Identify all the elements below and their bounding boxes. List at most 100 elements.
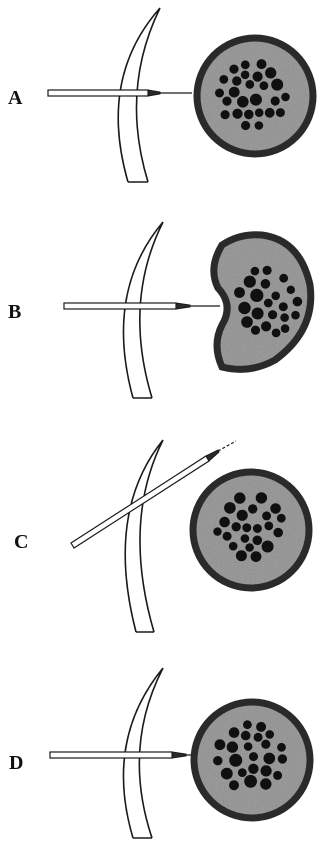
cell-dot: [270, 503, 281, 514]
cell-dot: [263, 266, 272, 275]
cell-dot: [245, 80, 254, 89]
cell-dot: [224, 502, 236, 514]
cell-dot: [251, 551, 262, 562]
cell-dot: [219, 75, 228, 84]
panel-label-d: D: [9, 752, 23, 774]
cell-dot: [260, 778, 271, 789]
cell-dot: [256, 722, 266, 732]
cell-dot: [245, 543, 254, 552]
cell-dot: [261, 765, 272, 776]
cell-dot: [279, 274, 288, 283]
panel-c: C: [14, 440, 316, 632]
cell-dot: [241, 731, 251, 741]
cell-dot: [222, 97, 231, 106]
cell-dot: [255, 121, 264, 130]
cell-dot: [237, 510, 248, 521]
cell-dot: [215, 89, 224, 98]
cell-dot: [213, 756, 222, 765]
cell-dot: [280, 313, 289, 322]
cell-dot: [251, 326, 260, 335]
cell-dot: [243, 720, 252, 729]
cell-dot: [244, 775, 257, 788]
cell-dot: [268, 310, 277, 319]
sphere-a: [190, 30, 320, 160]
cell-dot: [264, 522, 273, 531]
sphere-d: [187, 695, 317, 825]
cell-dot: [260, 81, 269, 90]
cell-dot: [241, 316, 253, 328]
cell-dot: [229, 542, 238, 551]
cell-dot: [253, 72, 263, 82]
crescent-b: [123, 222, 163, 398]
cell-dot: [261, 740, 270, 749]
cell-dot: [249, 752, 258, 761]
cell-dot: [241, 71, 250, 80]
cell-dot: [227, 741, 238, 752]
cell-dot: [257, 59, 267, 69]
cell-dot: [237, 96, 249, 108]
cell-dot: [242, 523, 251, 532]
cell-dot: [250, 289, 263, 302]
needle-b: [64, 303, 220, 309]
cell-dot: [262, 541, 274, 553]
cell-dot: [272, 329, 281, 338]
cell-dot: [241, 534, 250, 543]
cell-dot: [250, 94, 262, 106]
cell-dot: [255, 108, 264, 117]
cell-dot: [221, 768, 233, 780]
panel-a: A: [8, 8, 320, 182]
cell-dot: [287, 286, 295, 294]
cell-dot: [265, 108, 275, 118]
crescent-c: [125, 440, 163, 632]
cell-dot: [244, 742, 253, 751]
panel-b: B: [8, 222, 320, 398]
cell-dot: [264, 299, 273, 308]
cell-dot: [219, 517, 230, 528]
cell-dot: [241, 60, 250, 69]
cell-dot: [256, 492, 267, 503]
needle-a: [48, 90, 192, 96]
cell-dot: [271, 79, 283, 91]
cell-dot: [264, 753, 276, 765]
cell-dot: [277, 743, 286, 752]
cell-dot: [265, 67, 276, 78]
cell-dot: [232, 76, 241, 85]
cell-dot: [251, 267, 260, 276]
cell-dot: [271, 292, 280, 301]
cell-dot: [234, 492, 245, 503]
cell-dot: [261, 279, 271, 289]
cell-dot: [221, 110, 230, 119]
cell-dot: [236, 550, 247, 561]
cell-dot: [229, 727, 240, 738]
cell-dot: [253, 524, 262, 533]
panel-label-a: A: [8, 87, 23, 109]
cell-dot: [229, 780, 239, 790]
cell-dot: [293, 297, 303, 307]
cell-dot: [281, 324, 290, 333]
cell-dot: [238, 302, 250, 314]
cell-dot: [252, 536, 262, 546]
cell-dot: [271, 96, 280, 105]
panel-label-b: B: [8, 301, 21, 323]
cell-dot: [261, 321, 271, 331]
sphere-c: [186, 465, 316, 595]
cell-dot: [244, 110, 254, 120]
cell-dot: [279, 302, 288, 311]
cell-dot: [281, 93, 290, 102]
cell-dot: [278, 754, 287, 763]
cell-dot: [277, 514, 286, 523]
cell-dot: [254, 733, 263, 742]
cell-dot: [213, 527, 221, 535]
cell-dot: [229, 87, 240, 98]
panel-label-c: C: [14, 531, 28, 553]
cell-dot: [276, 108, 285, 117]
cell-dot: [248, 764, 258, 774]
cell-dot: [273, 771, 282, 780]
cell-dot: [232, 522, 241, 531]
cell-dot: [215, 739, 226, 750]
cell-dot: [244, 276, 256, 288]
cell-dot: [238, 768, 247, 777]
cell-dot: [234, 287, 245, 298]
cell-dot: [265, 730, 274, 739]
